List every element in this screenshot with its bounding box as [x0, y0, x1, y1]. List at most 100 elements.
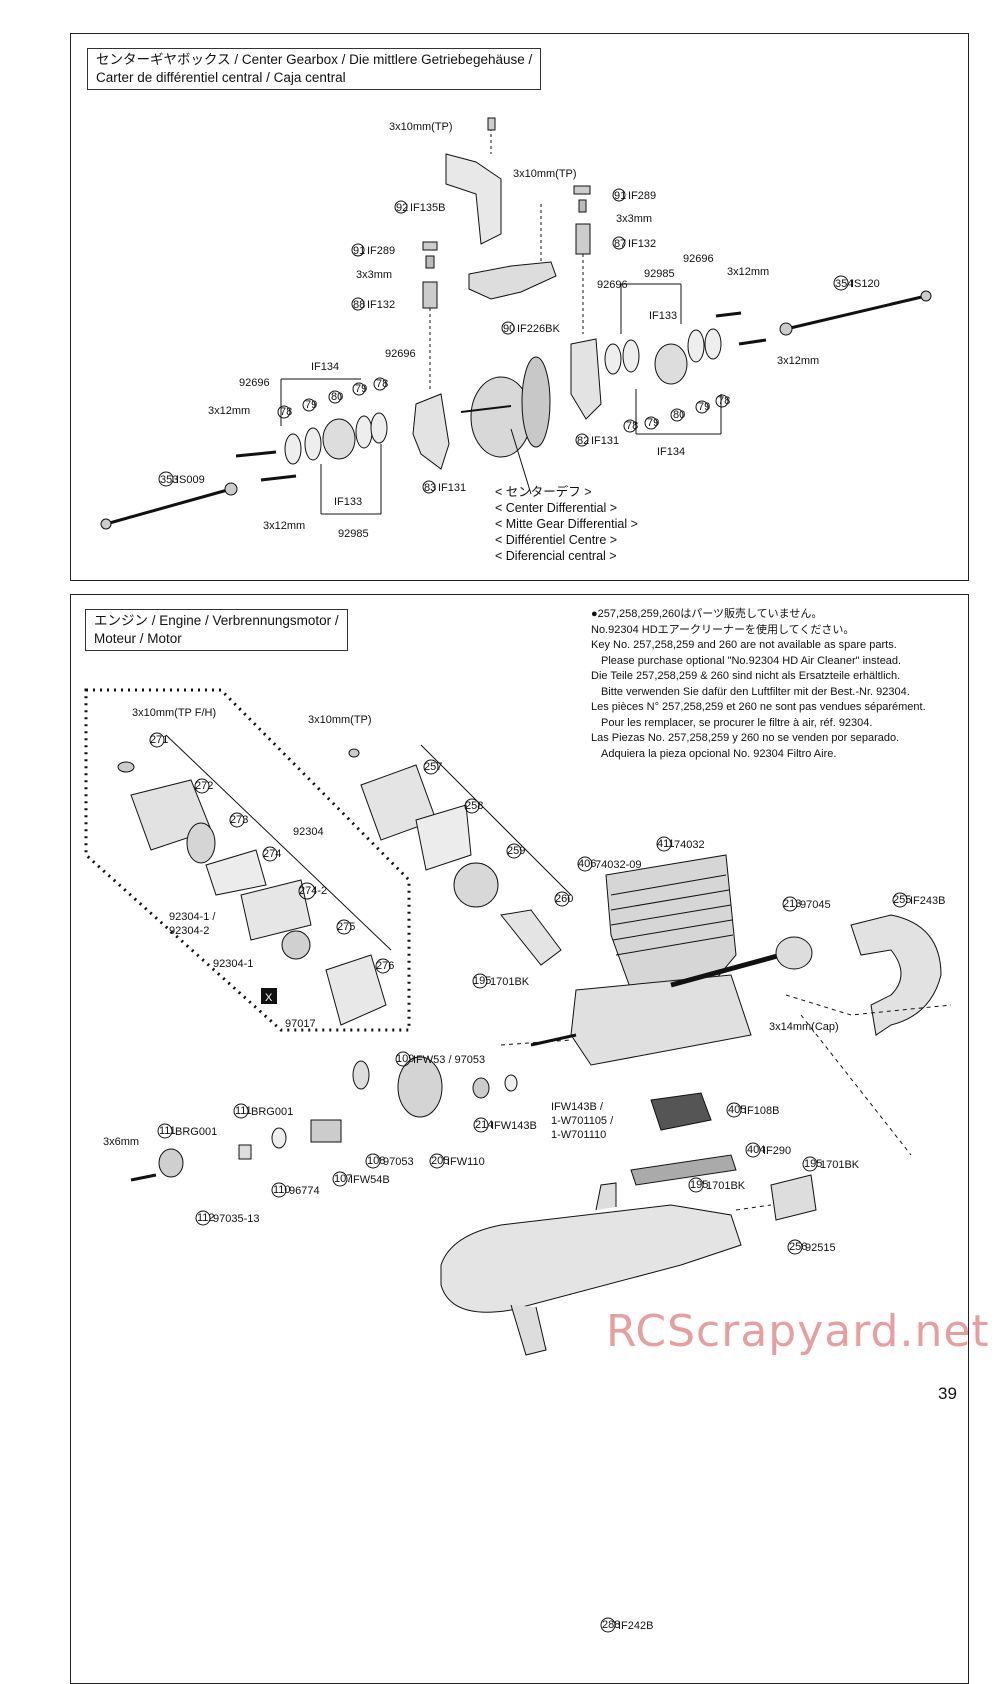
plate-if135b-shape — [445, 153, 502, 245]
svg-text:78: 78 — [376, 378, 388, 390]
diff-label-en: < Center Differential > — [495, 501, 618, 515]
callout-195-c: 195 1701BK — [688, 1177, 746, 1193]
label-screw-fh: 3x10mm(TP F/H) — [132, 707, 216, 719]
callout-111-b: 111 BRG001 — [157, 1123, 217, 1139]
center-gearbox-panel: センターギヤボックス / Center Gearbox / Die mittle… — [70, 33, 969, 581]
svg-text:78: 78 — [626, 420, 638, 432]
svg-text:IF243B: IF243B — [910, 895, 945, 907]
label-92304-1b: 92304-1 — [213, 958, 253, 970]
callout-195: 195 1701BK — [472, 973, 530, 989]
label-3x12-c: 3x12mm — [727, 266, 769, 278]
label-if133-right: IF133 — [649, 310, 677, 322]
note-line-7: Les pièces N° 257,258,259 et 260 ne sont… — [591, 701, 926, 713]
svg-text:91: 91 — [353, 245, 365, 257]
exhaust-manifold-shape — [850, 914, 942, 1036]
callout-111-a: 111 BRG001 — [233, 1103, 293, 1119]
diff-label-es: < Diferencial central > — [495, 549, 617, 563]
callout-83: 83 IF131 — [422, 480, 466, 494]
note-line-5: Die Teile 257,258,259 & 260 sind nicht a… — [591, 670, 901, 682]
label-screw-mid: 3x10mm(TP) — [513, 168, 577, 180]
x-mark: X — [265, 992, 273, 1004]
label-92696-a: 92696 — [239, 377, 270, 389]
svg-text:IFW53 / 97053: IFW53 / 97053 — [413, 1054, 485, 1066]
callout-406: 406 74032-09 — [577, 856, 642, 872]
callout-205: 205 IFW110 — [429, 1153, 485, 1169]
callout-195-b: 195 1701BK — [802, 1156, 860, 1172]
svg-text:271: 271 — [150, 734, 168, 746]
engine-diagram: 3x10mm(TP F/H) 3x10mm(TP) 271 272 273 27… — [84, 688, 952, 1633]
svg-text:406: 406 — [578, 858, 596, 870]
svg-text:IF135B: IF135B — [410, 202, 445, 214]
note-line-3: Key No. 257,258,259 and 260 are not avai… — [591, 639, 897, 651]
label-3x12-a: 3x12mm — [208, 405, 250, 417]
circled-257-260: 257 258 259 260 — [423, 759, 573, 907]
svg-text:80: 80 — [331, 391, 343, 403]
label-1-w701110: 1-W701110 — [551, 1129, 606, 1141]
watermark: RCScrapyard.net — [606, 1306, 990, 1357]
svg-text:92515: 92515 — [805, 1242, 836, 1254]
svg-text:74032: 74032 — [674, 839, 705, 851]
svg-text:354: 354 — [835, 278, 853, 290]
svg-text:IF131: IF131 — [591, 435, 619, 447]
label-92696-c: 92696 — [597, 279, 628, 291]
callout-109: 109 IFW53 / 97053 — [395, 1051, 485, 1067]
engine-title: エンジン / Engine / Verbrennungsmotor / Mote… — [85, 609, 348, 651]
circled-78-79-80-left: 78 79 80 79 78 — [277, 377, 388, 419]
diff-label-fr: < Différentiel Centre > — [495, 533, 618, 547]
spare-parts-note: ●257,258,259,260はパーツ販売していません。 No.92304 H… — [591, 607, 926, 762]
label-92304-2: 92304-2 — [169, 925, 209, 937]
svg-text:260: 260 — [555, 893, 573, 905]
svg-text:97045: 97045 — [800, 899, 831, 911]
bearing-block-right-shape — [570, 338, 602, 420]
note-line-2: No.92304 HDエアークリーナーを使用してください。 — [591, 623, 855, 636]
svg-text:1701BK: 1701BK — [706, 1180, 746, 1192]
callout-112: 112 97035-13 — [195, 1210, 260, 1226]
brake-disc-left-shape — [322, 418, 356, 460]
svg-text:IF132: IF132 — [628, 238, 656, 250]
svg-text:74032-09: 74032-09 — [595, 859, 642, 871]
label-3x12-d: 3x12mm — [777, 355, 819, 367]
svg-text:IS009: IS009 — [176, 474, 205, 486]
page-number: 39 — [938, 1384, 957, 1403]
center-differential-label: < センターデフ > < Center Differential > < Mit… — [495, 484, 638, 564]
svg-text:IF242B: IF242B — [618, 1620, 653, 1632]
svg-text:111: 111 — [159, 1125, 176, 1137]
svg-text:195: 195 — [804, 1158, 822, 1170]
screw-top-shape — [487, 117, 496, 131]
svg-text:IFW110: IFW110 — [447, 1156, 485, 1168]
callout-354: 354 IS120 — [833, 275, 880, 291]
label-3x14-cap: 3x14mm(Cap) — [769, 1021, 839, 1033]
svg-text:273: 273 — [230, 814, 248, 826]
svg-text:79: 79 — [647, 417, 659, 429]
svg-text:78: 78 — [280, 406, 292, 418]
label-92696-b: 92696 — [385, 348, 416, 360]
svg-text:112: 112 — [197, 1212, 215, 1224]
svg-text:276: 276 — [376, 960, 394, 972]
svg-text:78: 78 — [718, 395, 730, 407]
note-line-10: Adquiera la pieza opcional No. 92304 Fil… — [601, 747, 837, 760]
svg-text:96774: 96774 — [289, 1185, 320, 1197]
collet-shape — [310, 1119, 342, 1143]
svg-text:1701BK: 1701BK — [820, 1159, 860, 1171]
option-air-cleaner-box — [84, 688, 411, 1032]
diff-label-de: < Mitte Gear Differential > — [495, 517, 638, 531]
svg-text:79: 79 — [698, 401, 710, 413]
svg-text:IF226BK: IF226BK — [517, 323, 560, 335]
svg-text:90: 90 — [503, 323, 515, 335]
svg-text:353: 353 — [160, 474, 178, 486]
callout-108: 108 97053 — [365, 1153, 414, 1169]
svg-text:275: 275 — [337, 921, 355, 933]
x-mark-box — [261, 988, 277, 1004]
callout-405: 405 IF108B — [726, 1102, 779, 1118]
label-if134-right: IF134 — [657, 446, 685, 458]
svg-text:IF132: IF132 — [367, 299, 395, 311]
label-92985-right: 92985 — [644, 268, 675, 280]
flywheel-shape — [397, 1056, 443, 1118]
center-gearbox-title: センターギヤボックス / Center Gearbox / Die mittle… — [87, 48, 542, 90]
callout-288: 288 IF242B — [600, 1617, 653, 1633]
callout-92: 92 IF135B — [394, 200, 445, 214]
svg-text:108: 108 — [367, 1155, 385, 1167]
callout-90: 90 IF226BK — [501, 321, 560, 335]
bearing-block-left-shape — [412, 393, 450, 470]
svg-text:IF131: IF131 — [438, 482, 466, 494]
